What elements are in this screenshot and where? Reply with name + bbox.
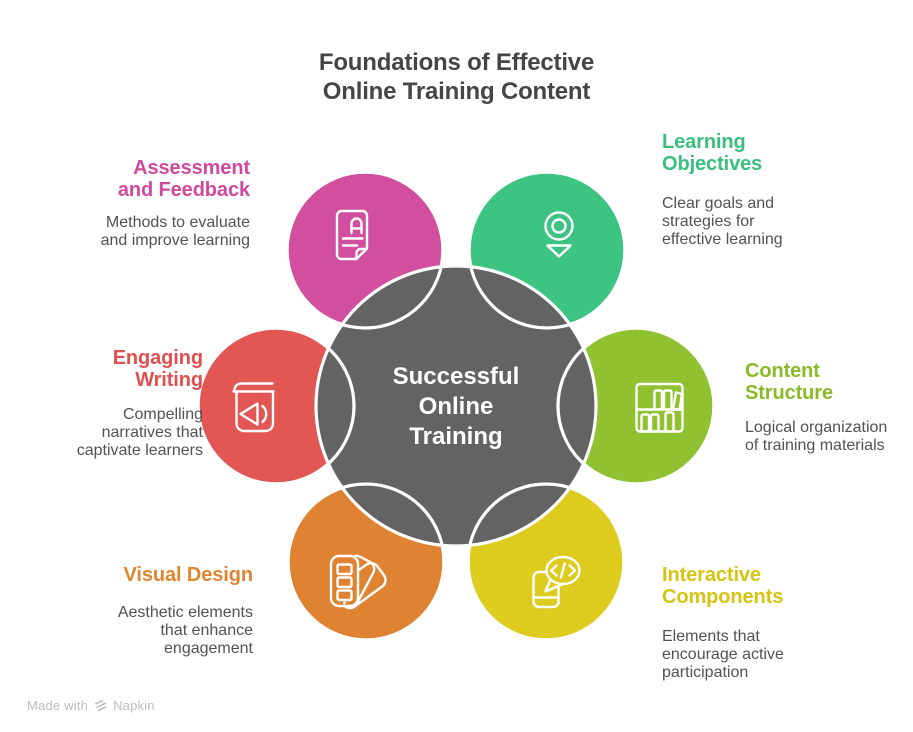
petal-desc-line: narratives that <box>101 424 203 441</box>
petal-desc-line: of training materials <box>745 437 885 454</box>
code-chat-phone-icon <box>532 555 581 609</box>
petal-title: Content Structure <box>745 360 913 404</box>
petal-outline-arcs <box>196 170 716 642</box>
petal-desc-line: Clear goals and <box>662 195 775 212</box>
petal-label-visual-design: Visual Design Aesthetic elements that en… <box>43 564 253 658</box>
petal-description: Logical organization of training materia… <box>745 419 913 455</box>
center-label-line: Online <box>418 393 494 420</box>
petal-title: Assessment and Feedback <box>40 157 250 201</box>
page-title: Foundations of Effective Online Training… <box>0 48 913 106</box>
petal-description: Clear goals and strategies for effective… <box>662 195 872 249</box>
petal-desc-line: effective learning <box>662 231 783 248</box>
petal-label-learning-objectives: Learning Objectives Clear goals and stra… <box>662 131 872 249</box>
petal-title-line: Interactive <box>662 564 761 586</box>
center-circle-label: Successful Online Training <box>346 362 566 452</box>
petal-title: Visual Design <box>43 564 254 586</box>
petal-title-line: Objectives <box>662 153 763 175</box>
petal-title-line: Content <box>745 360 820 382</box>
audiobook-icon <box>232 382 275 433</box>
petal-description: Elements that encourage active participa… <box>662 628 872 682</box>
napkin-logo-icon <box>95 699 107 712</box>
bookshelf-icon <box>635 382 684 433</box>
petal-desc-line: engagement <box>164 640 253 657</box>
petal-title-line: Learning <box>662 131 746 153</box>
petal-desc-line: encourage active <box>662 646 784 663</box>
petal-description: Compelling narratives that captivate lea… <box>0 406 203 460</box>
petal-title-line: Structure <box>745 382 834 404</box>
petal-desc-line: Elements that <box>662 628 760 645</box>
petal-description: Methods to evaluate and improve learning <box>40 214 250 250</box>
petal-title-line: Engaging <box>112 347 203 369</box>
petal-title-line: and Feedback <box>117 179 250 201</box>
petal-label-interactive-components: Interactive Components Elements that enc… <box>662 564 872 682</box>
petal-title: Interactive Components <box>662 564 872 608</box>
petal-title-line: Visual Design <box>123 564 254 586</box>
made-with-text: Made with <box>27 698 89 713</box>
petal-description: Aesthetic elements that enhance engageme… <box>43 604 253 658</box>
page-title-line: Foundations of Effective <box>318 49 595 76</box>
petal-label-engaging-writing: Engaging Writing Compelling narratives t… <box>0 347 203 460</box>
graded-document-icon <box>335 209 369 261</box>
petal-label-content-structure: Content Structure Logical organization o… <box>745 360 913 455</box>
petal-desc-line: captivate learners <box>76 442 203 459</box>
objective-pin-icon <box>544 211 574 258</box>
petal-desc-line: Methods to evaluate <box>105 214 250 231</box>
petal-desc-line: Aesthetic elements <box>117 604 253 621</box>
petal-title-line: Components <box>662 586 784 608</box>
center-circle <box>314 264 598 548</box>
page-title-line: Online Training Content <box>322 78 591 105</box>
petal-title: Engaging Writing <box>0 347 203 391</box>
petal-title: Learning Objectives <box>662 131 872 175</box>
petal-label-assessment-feedback: Assessment and Feedback Methods to evalu… <box>40 157 251 250</box>
petal-desc-line: and improve learning <box>100 232 250 249</box>
center-label-line: Successful <box>392 363 520 390</box>
color-swatches-icon <box>329 554 387 610</box>
petal-desc-line: that enhance <box>160 622 253 639</box>
petal-desc-line: Compelling <box>122 406 203 423</box>
petal-desc-line: participation <box>662 664 749 681</box>
petal-title-line: Assessment <box>133 157 250 179</box>
petal-title-line: Writing <box>135 369 203 391</box>
made-with-napkin-branding: Made with Napkin <box>27 698 155 713</box>
petal-desc-line: Logical organization <box>745 419 888 436</box>
petal-desc-line: strategies for <box>662 213 755 230</box>
center-label-line: Training <box>409 423 503 450</box>
brand-text: Napkin <box>113 698 155 713</box>
